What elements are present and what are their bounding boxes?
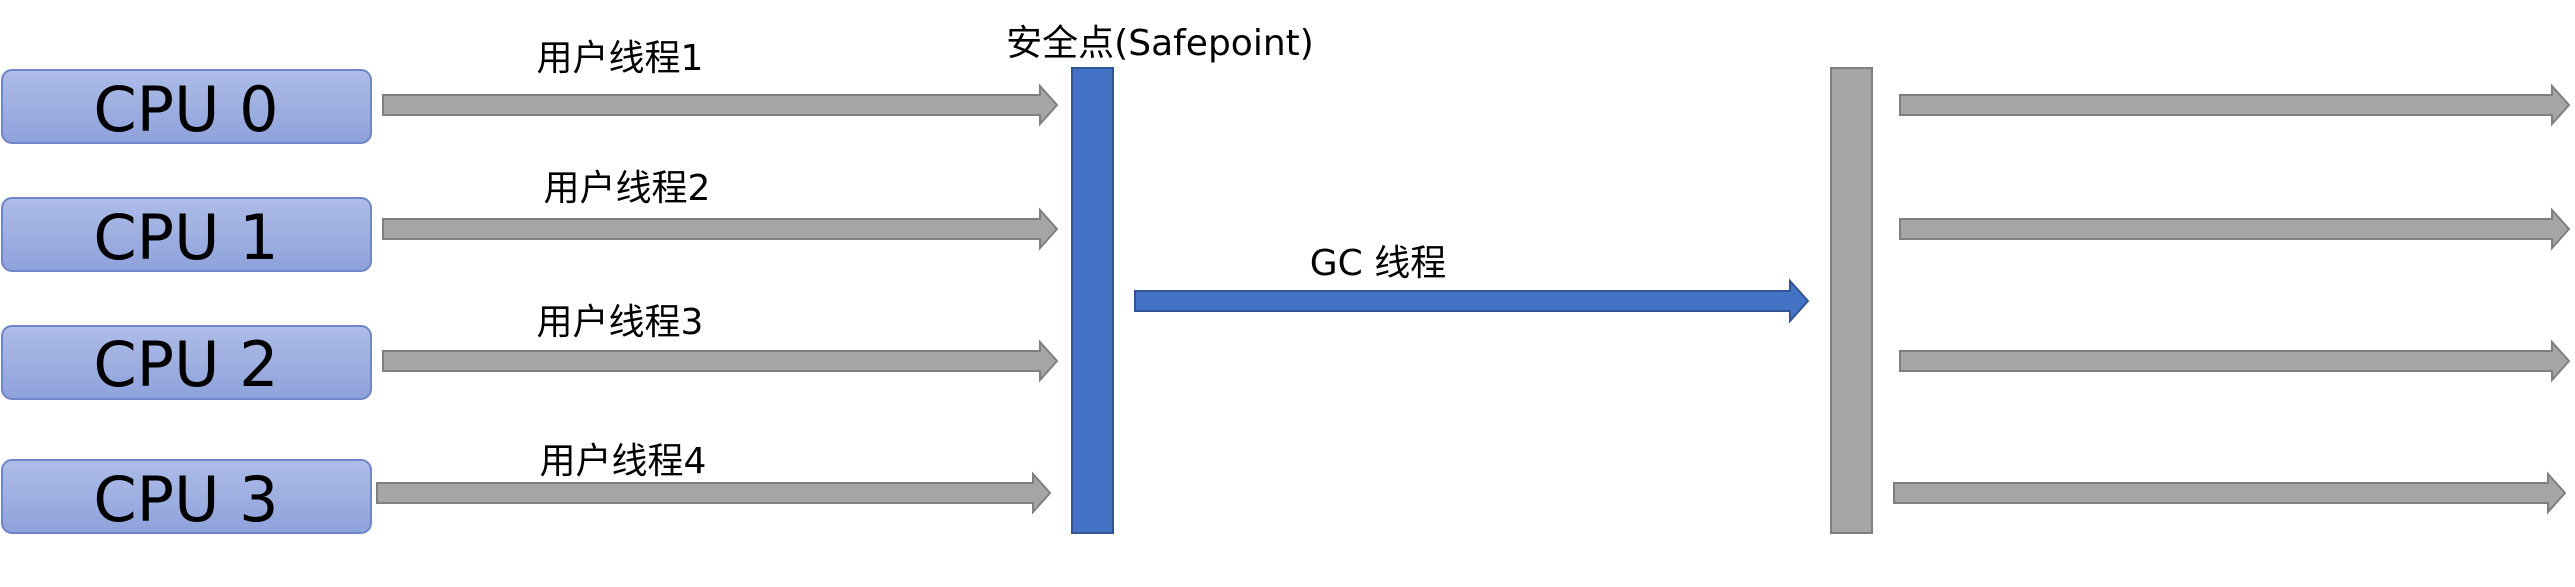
user-thread-label: 用户线程1 [537,38,704,79]
user-thread-arrow [382,339,1059,383]
resumed-thread-arrow [1893,471,2567,515]
user-thread-arrow [382,207,1059,251]
user-thread-arrow [376,471,1052,515]
cpu-box [1,69,372,144]
cpu-label: CPU 0 [93,73,278,146]
safepoint-bar [1071,67,1114,534]
cpu-label: CPU 2 [93,328,278,401]
resumed-thread-arrow [1899,207,2571,251]
gc-thread-arrow [1134,278,1810,324]
cpu-label: CPU 3 [93,463,278,536]
safepoint-label: 安全点(Safepoint) [1006,23,1314,64]
cpu-label: CPU 1 [93,201,278,274]
cpu-row-2: CPU 2 用户线程3 [1,302,1059,401]
safepoint: 安全点(Safepoint) [1006,23,1314,534]
user-thread-label: 用户线程2 [544,168,711,209]
gc-thread: GC 线程 [1134,243,1810,324]
cpu-box [1,197,372,272]
resumed-thread-arrows [1893,83,2571,515]
gc-thread-label: GC 线程 [1310,243,1446,284]
user-thread-label: 用户线程3 [537,302,704,343]
cpu-row-0: CPU 0 用户线程1 [1,38,1059,146]
cpu-row-1: CPU 1 用户线程2 [1,168,1059,274]
cpu-row-3: CPU 3 用户线程4 [1,441,1052,536]
user-thread-label: 用户线程4 [540,441,707,482]
cpu-box [1,325,372,400]
user-thread-arrow [382,83,1059,127]
resumed-thread-arrow [1899,339,2571,383]
resumed-thread-arrow [1899,83,2571,127]
resume-bar [1830,67,1873,534]
cpu-box [1,459,372,534]
